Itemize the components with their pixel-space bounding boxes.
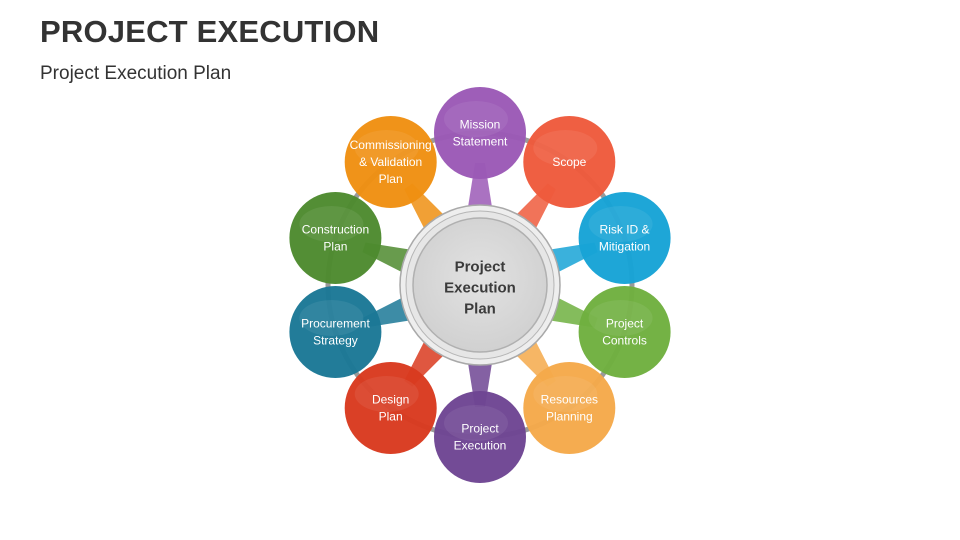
label-line: Scope <box>552 155 586 169</box>
page-subtitle: Project Execution Plan <box>40 63 232 84</box>
label-line: & Validation <box>359 155 422 169</box>
label-line: Design <box>372 393 409 407</box>
label-line: Plan <box>464 300 496 317</box>
label-line: Resources <box>541 393 598 407</box>
label-line: Statement <box>453 135 508 149</box>
node-circle <box>344 116 437 208</box>
label-line: Plan <box>379 410 403 424</box>
node-highlight <box>299 206 364 242</box>
node-highlight <box>588 206 653 242</box>
page-title: PROJECT EXECUTION <box>40 14 380 49</box>
node-highlight <box>533 376 598 412</box>
node-circle <box>523 362 616 454</box>
label-line: Plan <box>379 172 403 186</box>
center-inner-circle <box>412 217 548 353</box>
node-highlight <box>444 101 508 137</box>
label-line: Mission <box>460 118 501 132</box>
label-line: Project <box>461 422 499 436</box>
node-highlight <box>533 130 598 166</box>
node-highlight <box>444 405 508 441</box>
node-circle <box>578 286 671 378</box>
label-line: Project <box>606 317 644 331</box>
node-circle <box>434 87 526 179</box>
node-circle <box>434 391 526 483</box>
label-line: Controls <box>602 334 647 348</box>
label-line: Strategy <box>313 334 358 348</box>
label-line: Commissioning <box>350 138 432 152</box>
node-highlight <box>354 130 419 166</box>
node-highlight <box>299 300 364 336</box>
node-risk-id-mitigation: Risk ID & Mitigation <box>578 192 671 284</box>
node-highlight <box>588 300 653 336</box>
label-line: Plan <box>323 240 347 254</box>
node-circle <box>289 192 382 284</box>
node-circle <box>289 286 382 378</box>
node-circle <box>523 116 616 208</box>
label-line: Construction <box>302 223 369 237</box>
label-line: Procurement <box>301 317 370 331</box>
node-circle <box>344 362 437 454</box>
node-circle <box>578 192 671 284</box>
label-line: Mitigation <box>599 240 650 254</box>
node-scope: Scope <box>523 116 616 208</box>
label-line: Execution <box>454 439 507 453</box>
node-highlight <box>354 376 419 412</box>
node-label: Risk ID & Mitigation <box>599 223 650 254</box>
label-line: Risk ID & <box>600 223 650 237</box>
label-line: Execution <box>444 279 516 296</box>
label-line: Planning <box>546 410 593 424</box>
node-label: Scope <box>552 155 586 169</box>
label-line: Project <box>455 258 506 275</box>
